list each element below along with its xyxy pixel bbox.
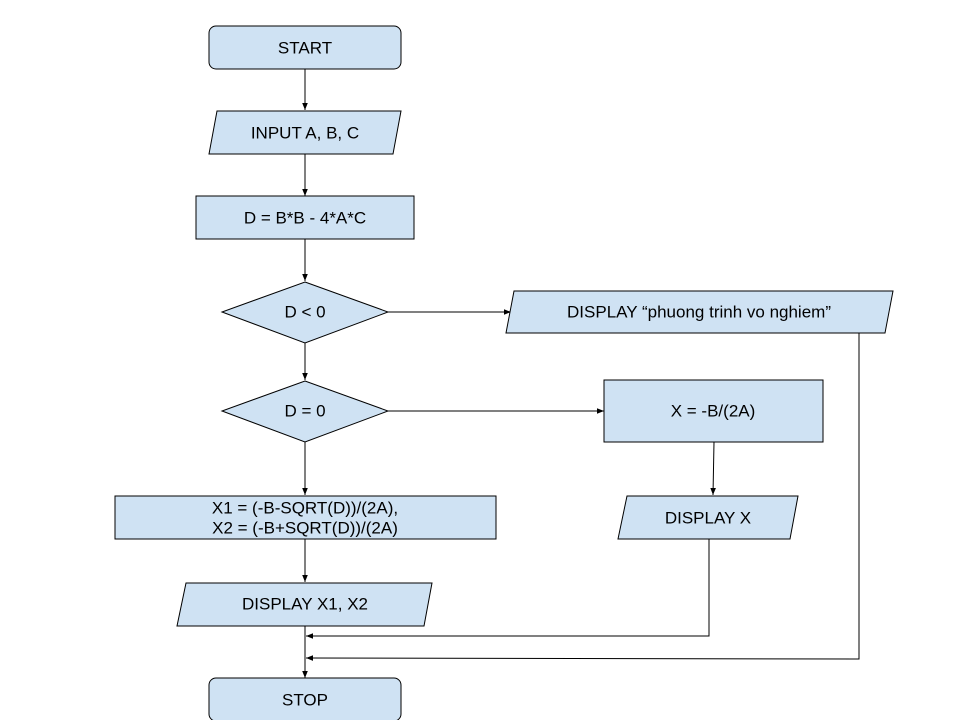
compute-d-process-shape bbox=[195, 195, 415, 240]
stop-label: STOP bbox=[282, 691, 328, 710]
node-single-root: X = -B/(2A) bbox=[603, 379, 824, 443]
stop-terminal-shape bbox=[208, 677, 402, 720]
input-parallelogram-shape bbox=[208, 110, 402, 155]
check-negative-decision-shape bbox=[220, 281, 390, 344]
node-stop: STOP bbox=[208, 677, 402, 720]
node-display-x1x2: DISPLAY X1, X2 bbox=[176, 582, 433, 627]
node-no-solution: DISPLAY “phuong trinh vo nghiem” bbox=[505, 290, 894, 334]
node-display-x: DISPLAY X bbox=[617, 495, 799, 540]
node-start: START bbox=[208, 25, 402, 70]
edges bbox=[302, 69, 860, 678]
display-x-label: DISPLAY X bbox=[665, 509, 751, 528]
start-terminal-shape bbox=[208, 25, 402, 70]
two-roots-line2: X2 = (-B+SQRT(D))/(2A) bbox=[212, 519, 398, 538]
no-solution-label: DISPLAY “phuong trinh vo nghiem” bbox=[567, 303, 831, 322]
compute-d-label: D = B*B - 4*A*C bbox=[244, 209, 366, 228]
two-roots-process-shape bbox=[114, 495, 497, 540]
node-check-negative: D < 0 bbox=[220, 281, 390, 344]
display-x-parallelogram-shape bbox=[617, 495, 799, 540]
node-compute-d: D = B*B - 4*A*C bbox=[195, 195, 415, 240]
check-zero-decision-shape bbox=[220, 380, 390, 443]
two-roots-line1: X1 = (-B-SQRT(D))/(2A), bbox=[212, 499, 398, 518]
check-negative-label: D < 0 bbox=[284, 303, 325, 322]
node-check-zero: D = 0 bbox=[220, 380, 390, 443]
single-root-process-shape bbox=[603, 379, 824, 443]
check-zero-label: D = 0 bbox=[284, 402, 325, 421]
single-root-label: X = -B/(2A) bbox=[671, 402, 756, 421]
no-solution-parallelogram-shape bbox=[505, 290, 894, 334]
node-two-roots: X1 = (-B-SQRT(D))/(2A), X2 = (-B+SQRT(D)… bbox=[114, 495, 497, 540]
start-label: START bbox=[278, 39, 332, 58]
input-label: INPUT A, B, C bbox=[251, 124, 359, 143]
edge-single-root-to-display bbox=[710, 441, 716, 496]
display-x1x2-parallelogram-shape bbox=[176, 582, 433, 627]
display-x1x2-label: DISPLAY X1, X2 bbox=[242, 595, 368, 614]
edge-display-x-to-stop bbox=[306, 539, 710, 639]
edge-no-solution-to-stop bbox=[305, 333, 860, 661]
node-input: INPUT A, B, C bbox=[208, 110, 402, 155]
